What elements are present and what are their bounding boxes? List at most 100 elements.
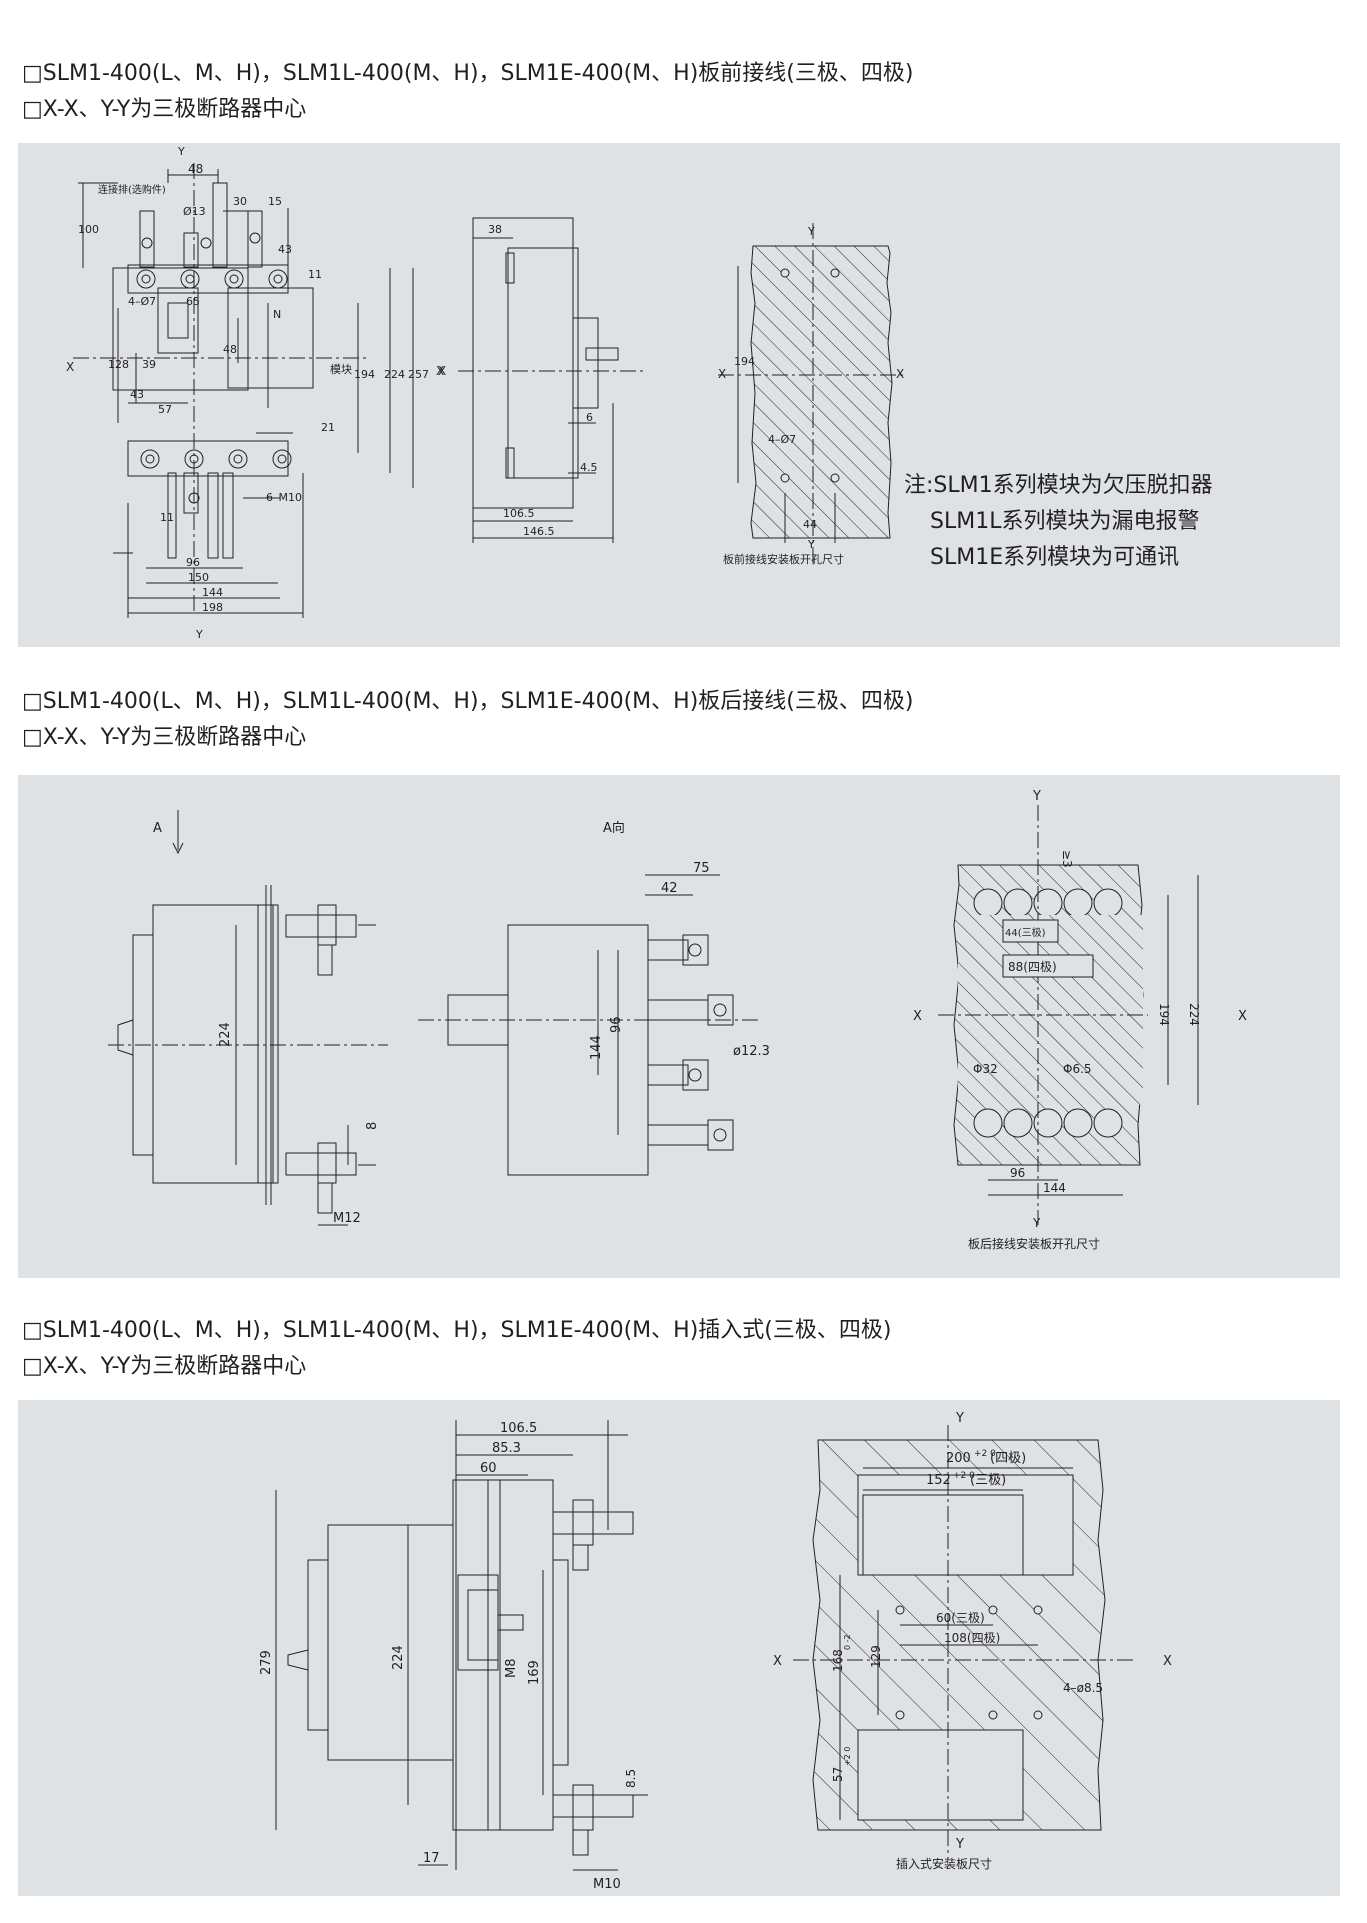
handle-window: [157, 287, 199, 354]
section2-subtitle: □X-X、Y-Y为三极断路器中心: [22, 725, 307, 750]
s3-d152s: (三极): [970, 1473, 1006, 1488]
section2-title: □SLM1-400(L、M、H)，SLM1L-400(M、H)，SLM1E-40…: [22, 689, 914, 714]
plugin-cutout: [793, 1425, 1133, 1860]
s1-d257: 257: [408, 368, 429, 381]
s1-side-d1065: 106.5: [503, 507, 535, 520]
rear-side-view: [108, 810, 388, 1226]
s2-d8: 8: [365, 1122, 380, 1130]
s1-front-x: X: [66, 360, 74, 374]
s2-cut-d96: 96: [1010, 1166, 1025, 1180]
s1-cut-d44: 44: [803, 518, 817, 531]
s2-cut-d144: 144: [1043, 1181, 1066, 1195]
s1-d13: Ø13: [183, 205, 206, 218]
s1-d39: 39: [142, 358, 156, 371]
s1-d150: 150: [188, 571, 209, 584]
s3-d57tol: +2 0: [843, 1747, 852, 1766]
s1-cut-y-bottom: Y: [807, 538, 815, 551]
s1-d43b: 43: [130, 388, 144, 401]
s2-cut-y-bottom: Y: [1032, 1216, 1041, 1230]
s1-side-d1465: 146.5: [523, 525, 555, 538]
s1-d198: 198: [202, 601, 223, 614]
module-body: [227, 287, 314, 389]
s2-d75: 75: [693, 861, 710, 876]
front-cutout: [718, 223, 903, 563]
s1-cut-y-top: Y: [807, 225, 815, 238]
s1-d6m10: 6–M10: [266, 491, 302, 504]
s1-note-3: SLM1E系列模块为可通讯: [930, 545, 1180, 570]
s1-connector-label: 连接排(选购件): [98, 183, 166, 196]
s1-d65: 65: [186, 295, 200, 308]
s3-d200s: (四极): [990, 1451, 1026, 1466]
a-direction-view: [418, 874, 758, 1176]
s3-d108: 108(四极): [944, 1631, 1000, 1645]
s1-d43a: 43: [278, 243, 292, 256]
s2-d224c: 224: [1187, 1003, 1201, 1026]
s1-cut-x-right: X: [896, 367, 904, 381]
s1-front-y-top: Y: [177, 145, 185, 158]
s3-d168: 168: [831, 1649, 845, 1672]
front-view: [73, 163, 414, 618]
s2-cut-x-right: X: [1238, 1009, 1247, 1024]
s3-m8: M8: [504, 1659, 519, 1679]
s1-N: N: [273, 308, 281, 321]
s3-d85: 8.5: [624, 1769, 638, 1788]
section2-drawing: [108, 805, 1199, 1226]
s3-d224: 224: [391, 1645, 406, 1670]
s1-d224: 224: [384, 368, 405, 381]
section1-title: □SLM1-400(L、M、H)，SLM1L-400(M、H)，SLM1E-40…: [22, 61, 914, 86]
s3-d60: 60: [480, 1461, 497, 1476]
s3-cut-x-right: X: [1163, 1654, 1172, 1669]
section1-panel: Y 48 连接排(选购件) Ø13 30 15 100 43 11 4–Ø7 6…: [18, 143, 1340, 647]
s1-cut-d194: 194: [734, 355, 755, 368]
plugin-side-view: [275, 1420, 648, 1871]
s3-d279: 279: [259, 1650, 274, 1675]
section3-panel: 106.5 85.3 60 279 224 M8 169 8.5 17 M10 …: [18, 1400, 1340, 1896]
s2-phi65: Φ6.5: [1063, 1062, 1092, 1076]
s3-d57: 57: [831, 1767, 845, 1782]
s1-d48: 48: [188, 162, 203, 176]
section2-panel: A 224 8 M12 A向 75 42 96 144 ø12.3 Y ≥3 4…: [18, 775, 1340, 1278]
s1-d11: 11: [308, 268, 322, 281]
s1-d30: 30: [233, 195, 247, 208]
s1-d48b: 48: [223, 343, 237, 356]
s1-d21: 21: [321, 421, 335, 434]
s2-d44: 44(三极): [1005, 926, 1046, 939]
s1-d4phi7: 4–Ø7: [128, 295, 156, 308]
s3-d200: 200: [946, 1451, 971, 1466]
s1-cut-d4phi7: 4–Ø7: [768, 433, 796, 446]
s1-d100: 100: [78, 223, 99, 236]
s3-d152tol: +2 0: [953, 1471, 975, 1481]
s1-cut-x: X: [718, 367, 726, 381]
s1-front-x-right: X: [436, 364, 444, 378]
section3-drawing: [275, 1420, 1133, 1871]
s2-cut-x: X: [913, 1009, 922, 1024]
s2-d96: 96: [609, 1016, 624, 1033]
s3-m10: M10: [593, 1877, 621, 1892]
s2-ge3: ≥3: [1060, 850, 1074, 868]
handle: [167, 302, 189, 339]
s2-cut-caption: 板后接线安装板开孔尺寸: [968, 1236, 1100, 1251]
s1-side-d38: 38: [488, 223, 502, 236]
s3-d129: 129: [869, 1645, 883, 1668]
s2-d194: 194: [1157, 1003, 1171, 1026]
s3-d17: 17: [423, 1851, 440, 1866]
s1-side-x: X: [438, 364, 446, 378]
s2-d224: 224: [218, 1022, 233, 1047]
s3-cut-caption: 插入式安装板尺寸: [896, 1856, 992, 1871]
s1-d128: 128: [108, 358, 129, 371]
s3-d853: 85.3: [492, 1441, 521, 1456]
cutout-plate: [750, 245, 893, 539]
s3-cut-y-bottom: Y: [955, 1837, 964, 1852]
s1-front-y-bottom: Y: [195, 628, 203, 641]
s1-d57: 57: [158, 403, 172, 416]
s1-d15: 15: [268, 195, 282, 208]
s3-d4phi85: 4–ø8.5: [1063, 1681, 1103, 1695]
section1-drawing: [73, 163, 903, 618]
s1-note-2: SLM1L系列模块为漏电报警: [930, 509, 1200, 534]
s3-d168tol: 0 -2: [843, 1634, 852, 1650]
s1-note-1: 注:SLM1系列模块为欠压脱扣器: [904, 473, 1213, 498]
s3-d152: 152: [926, 1473, 951, 1488]
s1-d11b: 11: [160, 511, 174, 524]
s2-d42: 42: [661, 881, 678, 896]
s2-A: A: [153, 821, 162, 836]
